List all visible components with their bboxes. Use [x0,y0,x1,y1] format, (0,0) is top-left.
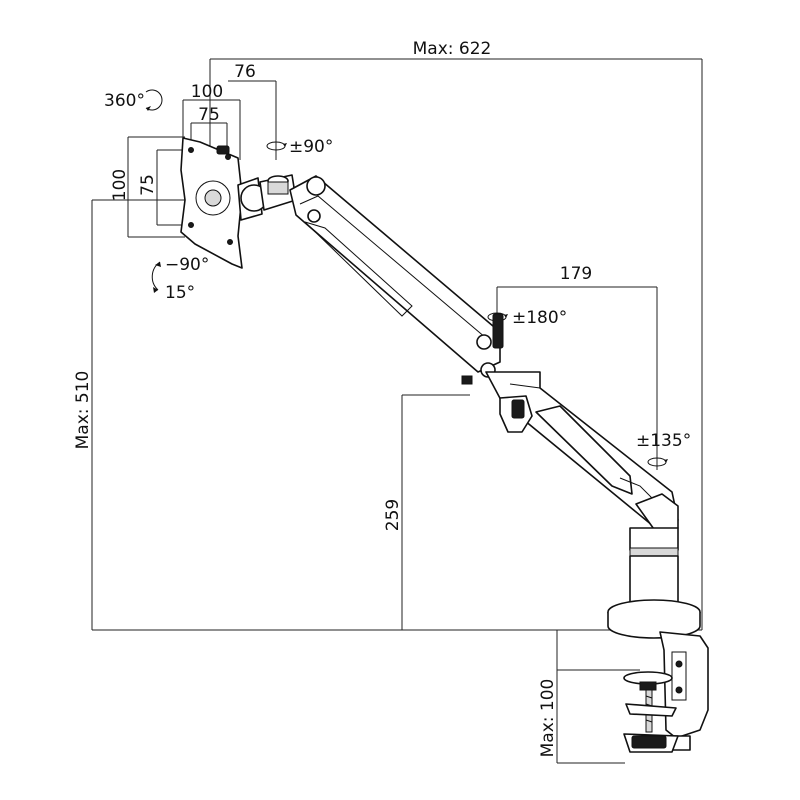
column [607,527,701,639]
vesa-small-h-label: 75 [198,105,220,125]
max-height-label: Max: 510 [73,371,93,450]
clamp-range-label: Max: 100 [538,679,558,758]
desk-clamp [623,631,709,753]
vesa-plate [180,137,243,269]
forearm [485,371,679,533]
vesa-large-h-label: 100 [191,82,223,102]
upper-arm [289,175,504,385]
offset-label: 76 [234,62,256,82]
screen-spin-label: 360° [104,91,145,111]
vesa-large-v-label: 100 [110,169,130,201]
vesa-small-v-label: 75 [138,174,158,196]
base-swivel-label: ±135° [636,431,691,451]
max-width-label: Max: 622 [413,39,492,59]
head-swivel-label: ±90° [289,137,333,157]
swivel-arrow-icon [647,457,668,467]
tilt-up-label: 15° [165,283,195,303]
spin-arrow-icon [145,89,163,111]
dimension-lines [91,58,703,764]
elbow-swivel-label: ±180° [512,308,567,328]
tilt-head [237,174,297,221]
pole-height-label: 259 [383,499,403,531]
tilt-down-label: −90° [165,255,209,275]
tilt-arrow-icon [151,261,161,293]
dimension-labels: Max: 622 76 100 75 100 75 Max: 510 259 1… [73,39,592,757]
elbow-span-label: 179 [560,264,592,284]
rotation-indicators: 360° −90° 15° ±90° ±180° ±135° [104,89,691,467]
swivel-arrow-icon [266,141,287,151]
